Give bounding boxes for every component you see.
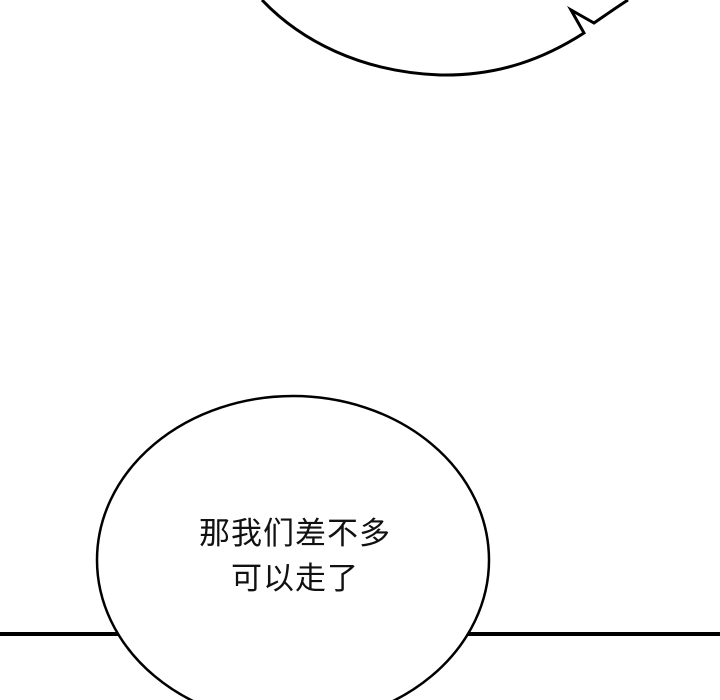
top-speech-bubble — [260, 0, 629, 77]
speech-bubble-dialogue: 那我们差不多 可以走了 — [140, 512, 450, 602]
bottom-speech-bubble — [95, 394, 491, 700]
dialogue-line-1: 那我们差不多 — [199, 516, 391, 552]
dialogue-line-2: 可以走了 — [231, 561, 359, 597]
